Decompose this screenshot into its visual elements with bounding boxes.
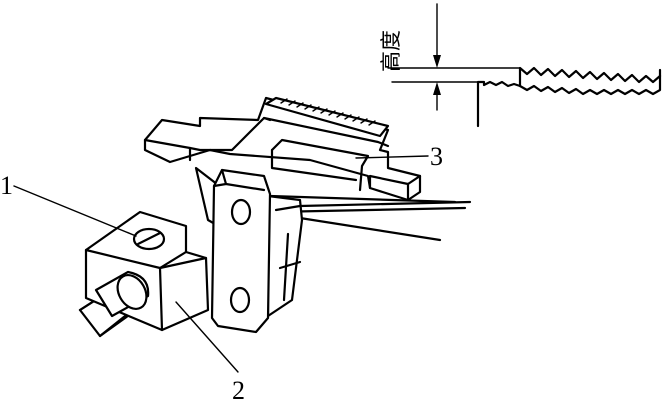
dimension-arrow-down [433,55,441,68]
screw-slot [136,231,162,246]
callout-1: 1 [0,171,137,237]
height-detail-inset: 高度 [379,3,662,128]
upper-hole [230,198,252,226]
label-3: 3 [430,142,443,171]
height-label: 高度 [379,30,403,72]
feed-dog-base-profile [518,68,662,96]
feed-bar [268,194,472,242]
feed-dog-carrier [143,96,422,202]
feed-dog-tooth-profile [476,66,662,128]
dimension-arrow-up [433,82,441,95]
leader-line-3 [355,155,429,159]
leader-line-1 [13,185,137,237]
connecting-plate [210,168,272,334]
callout-2: 2 [175,301,245,405]
leader-line-2 [175,301,239,373]
height-label-text: 高度 [379,30,403,72]
feed-dog-teeth [264,96,390,138]
label-2: 2 [232,376,245,405]
lower-hole [229,286,251,314]
clamp-block [84,210,210,332]
label-1: 1 [0,171,13,200]
callout-3: 3 [355,142,443,171]
